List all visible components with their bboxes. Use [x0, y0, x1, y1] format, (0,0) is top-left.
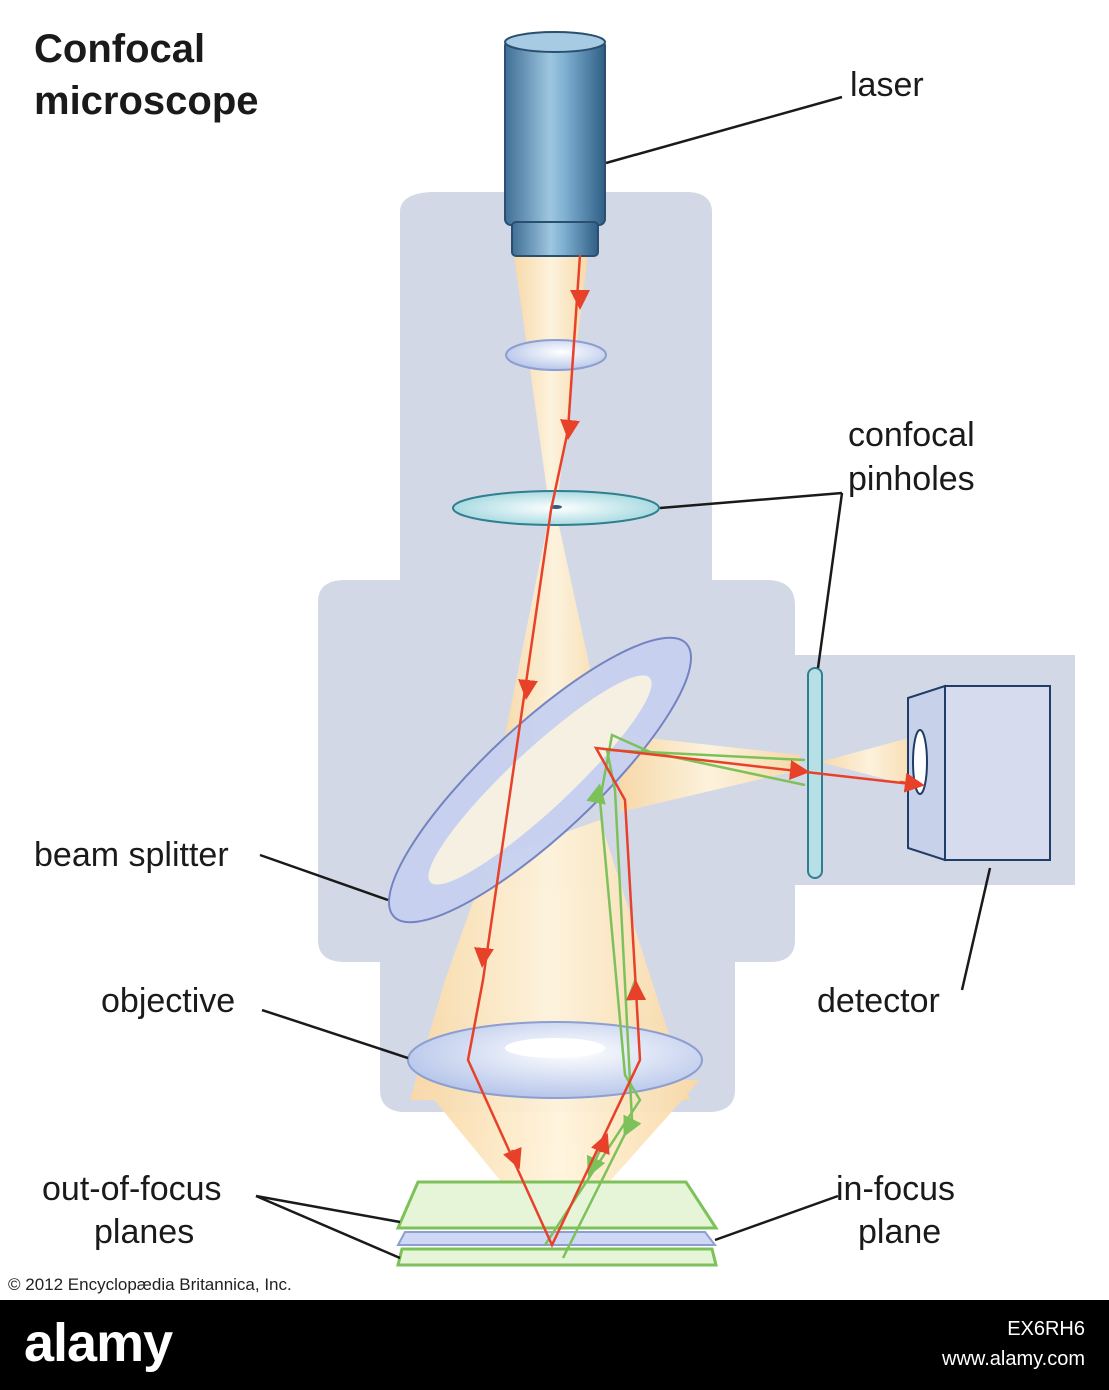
label-confocal-line-2: pinholes — [848, 460, 975, 498]
specimen-planes — [395, 1180, 719, 1267]
microscope-body — [318, 192, 1075, 1112]
label-out-of-focus-line-1: out-of-focus — [42, 1170, 222, 1208]
label-in-focus-line-2: plane — [858, 1213, 941, 1251]
copyright-notice: © 2012 Encyclopædia Britannica, Inc. — [8, 1275, 292, 1294]
label-out-of-focus-line-2: planes — [94, 1213, 194, 1251]
footer-image-id: EX6RH6 — [1007, 1318, 1085, 1340]
footer-bar — [0, 1300, 1109, 1390]
label-detector: detector — [817, 982, 940, 1020]
label-laser: laser — [850, 66, 924, 104]
footer-site: www.alamy.com — [942, 1348, 1085, 1370]
objective-lens-icon — [407, 1021, 703, 1099]
footer-logo: alamy — [24, 1313, 173, 1373]
laser-path — [466, 254, 925, 1248]
label-confocal-line-1: confocal — [848, 416, 975, 454]
illumination-pinhole-icon — [452, 490, 660, 526]
title-line-2: microscope — [34, 79, 259, 123]
condenser-lens-icon — [505, 339, 607, 371]
confocal-microscope-diagram: Confocal microscope laser confocal pinho… — [8, 27, 1075, 1294]
label-objective: objective — [101, 982, 235, 1020]
title-line-1: Confocal — [34, 27, 205, 71]
label-beam-splitter: beam splitter — [34, 836, 229, 874]
leader-lines — [255, 95, 992, 1260]
label-in-focus-line-1: in-focus — [836, 1170, 955, 1208]
detector-icon — [907, 684, 1051, 862]
laser-icon — [504, 31, 606, 257]
beam-splitter-icon — [387, 636, 693, 924]
